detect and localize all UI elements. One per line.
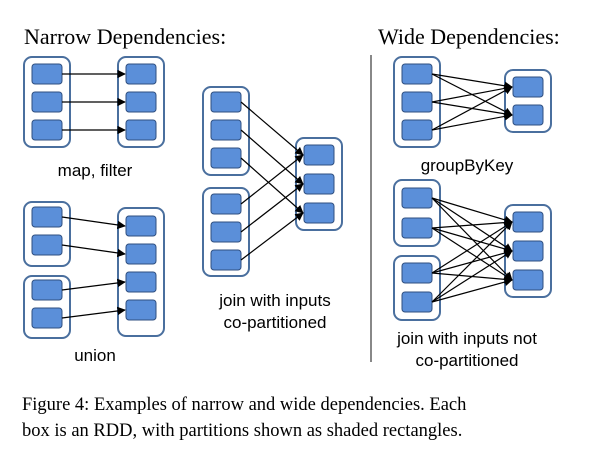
partition (125, 243, 157, 265)
partition (210, 91, 242, 113)
map-filter-label: map, filter (58, 161, 133, 180)
join-not-copartitioned-label-line2: co-partitioned (415, 351, 518, 370)
group-by-key-label: groupByKey (421, 156, 514, 175)
partition (125, 119, 157, 141)
join-copartitioned-label-line1: join with inputs (218, 291, 331, 310)
rdd-boxes (23, 56, 552, 339)
partition (401, 291, 433, 313)
partition (512, 269, 544, 291)
join-copart-output-rdd (295, 137, 343, 231)
join-copart-dependency-arrow (240, 154, 304, 205)
partition (31, 234, 63, 256)
dependency-arrows (61, 69, 513, 319)
figure-caption: Figure 4: Examples of narrow and wide de… (22, 392, 578, 444)
partition (401, 187, 433, 209)
narrow-dependencies-heading: Narrow Dependencies: (24, 24, 226, 49)
join-noncopart-dependency-arrow (431, 221, 513, 274)
join-noncopart-dependency-arrow (431, 250, 513, 303)
union-input-rdd-2 (23, 275, 71, 339)
partition (31, 279, 63, 301)
union-label: union (74, 346, 116, 365)
join-noncopart-dependency-arrow (431, 227, 513, 281)
groupbykey-dependency-arrow (431, 73, 513, 90)
partition (125, 215, 157, 237)
join-noncopart-dependency-arrow (431, 227, 513, 253)
groupbykey-output-rdd (504, 69, 552, 133)
map-output-rdd (117, 56, 165, 148)
groupbykey-dependency-arrow (431, 86, 513, 131)
join-copart-dependency-arrow (240, 157, 304, 214)
union-dependency-arrow (61, 216, 126, 230)
partition (512, 76, 544, 98)
join-noncopart-input-rdd-1 (393, 179, 441, 247)
partition (125, 63, 157, 85)
partition (512, 211, 544, 233)
partition (401, 91, 433, 113)
groupbykey-input-rdd (393, 56, 441, 148)
partition (210, 147, 242, 169)
partition (401, 63, 433, 85)
partition (512, 104, 544, 126)
join-noncopart-dependency-arrow (431, 277, 513, 303)
join-copart-dependency-arrow (240, 101, 304, 156)
partition (210, 221, 242, 243)
partition (210, 193, 242, 215)
join-noncopart-dependency-arrow (431, 218, 513, 229)
partition (31, 307, 63, 329)
caption-line-1: Figure 4: Examples of narrow and wide de… (22, 395, 467, 415)
partition (210, 119, 242, 141)
join-noncopart-dependency-arrow (431, 197, 513, 224)
partition (31, 63, 63, 85)
partition (31, 206, 63, 228)
partition (210, 249, 242, 271)
caption-line-2: box is an RDD, with partitions shown as … (22, 421, 463, 441)
groupbykey-dependency-arrow (431, 84, 513, 103)
partition (31, 119, 63, 141)
join-noncopart-dependency-arrow (431, 221, 513, 303)
wide-dependencies-heading: Wide Dependencies: (378, 24, 560, 49)
join-not-copartitioned-label-line1: join with inputs not (396, 329, 537, 348)
join-copart-dependency-arrow (240, 183, 304, 233)
partition (125, 299, 157, 321)
partition (303, 173, 335, 195)
partition (125, 271, 157, 293)
partition (401, 217, 433, 239)
join-copart-dependency-arrow (240, 212, 304, 261)
partition (401, 262, 433, 284)
union-dependency-arrow (61, 278, 126, 291)
union-dependency-arrow (61, 306, 126, 319)
partition (512, 240, 544, 262)
groupbykey-dependency-arrow (431, 112, 513, 131)
partition (401, 119, 433, 141)
union-dependency-arrow (61, 244, 126, 258)
join-copart-dependency-arrow (240, 129, 304, 185)
join-copart-input-rdd-1 (202, 86, 250, 176)
partition (303, 144, 335, 166)
join-copart-input-rdd-2 (202, 187, 250, 277)
map-input-rdd (23, 56, 71, 148)
join-noncopart-input-rdd-2 (393, 255, 441, 321)
partition (125, 91, 157, 113)
union-input-rdd-1 (23, 201, 71, 267)
union-output-rdd (117, 207, 165, 337)
partition (303, 202, 335, 224)
partition (31, 91, 63, 113)
join-copartitioned-label-line2: co-partitioned (223, 313, 326, 332)
